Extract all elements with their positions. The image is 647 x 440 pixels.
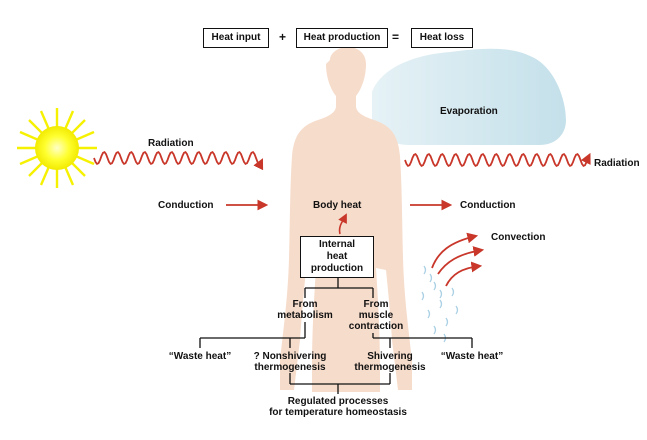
from-muscle-line-3: contraction (348, 321, 404, 332)
shivering-label: Shivering thermogenesis (340, 351, 440, 373)
regulated-line-2: for temperature homeostasis (269, 407, 407, 418)
regulated-processes-label: Regulated processes for temperature home… (258, 396, 418, 418)
internal-line-3: production (310, 263, 364, 274)
nonshivering-line-2: thermogenesis (254, 362, 326, 373)
body-heat-arrow (338, 213, 347, 235)
radiation-in-wave (93, 150, 264, 171)
convection-label: Convection (491, 232, 546, 243)
heat-loss-label: Heat loss (419, 32, 465, 43)
equals-sign: = (392, 30, 400, 44)
from-metabolism-line-1: From (292, 299, 318, 310)
heat-input-label: Heat input (211, 32, 261, 43)
from-metabolism-label: From metabolism (265, 299, 345, 321)
from-muscle-line-1: From (363, 299, 389, 310)
radiation-out-wave (404, 152, 591, 168)
nonshivering-line-1: ? Nonshivering (253, 351, 327, 362)
evaporation-label: Evaporation (440, 106, 498, 117)
flow-tree-lines (199, 277, 473, 394)
convection-arrows (431, 232, 485, 287)
heat-input-box: Heat input (203, 28, 269, 48)
internal-line-2: heat (326, 251, 348, 262)
heat-loss-box: Heat loss (411, 28, 473, 48)
internal-line-1: Internal (318, 239, 356, 250)
from-metabolism-line-2: metabolism (277, 310, 333, 321)
internal-heat-production-box: Internal heat production (300, 236, 374, 278)
sun-icon (17, 108, 97, 188)
radiation-out-label: Radiation (594, 158, 640, 169)
heat-production-label: Heat production (303, 32, 381, 43)
shivering-line-1: Shivering (367, 351, 413, 362)
waste-heat-left-label: “Waste heat” (168, 351, 232, 362)
heat-production-box: Heat production (296, 28, 388, 48)
droplets (421, 265, 459, 343)
body-heat-label: Body heat (313, 200, 362, 211)
nonshivering-label: ? Nonshivering thermogenesis (240, 351, 340, 373)
radiation-in-label: Radiation (148, 138, 194, 149)
shivering-line-2: thermogenesis (354, 362, 426, 373)
evaporation-cloud (372, 48, 566, 145)
conduction-out-label: Conduction (460, 200, 516, 211)
plus-sign: + (279, 30, 287, 44)
from-muscle-line-2: muscle (358, 310, 394, 321)
waste-heat-right-label: “Waste heat” (440, 351, 504, 362)
from-muscle-label: From muscle contraction (338, 299, 414, 332)
conduction-in-label: Conduction (158, 200, 214, 211)
regulated-line-1: Regulated processes (287, 396, 389, 407)
